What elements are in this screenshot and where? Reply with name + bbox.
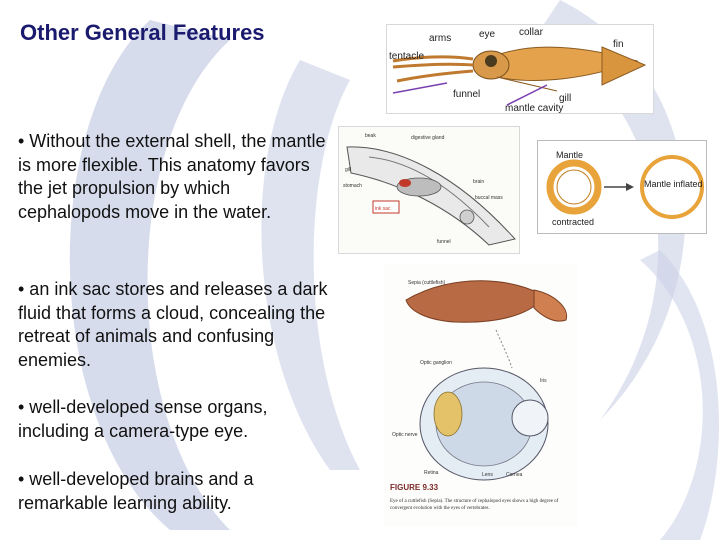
label-eye: eye: [479, 29, 496, 40]
figure-number: FIGURE 9.33: [390, 483, 439, 492]
label-stomach: stomach: [343, 183, 362, 189]
label-funnel: funnel: [453, 89, 480, 100]
label-brain: brain: [473, 179, 484, 185]
slide-title: Other General Features: [20, 20, 265, 45]
label-buccal-mass: buccal mass: [475, 195, 503, 201]
bullet-item: • an ink sac stores and releases a dark …: [18, 279, 328, 370]
label-sepia: Sepia (cuttlefish): [408, 280, 446, 286]
label-lens: Lens: [482, 472, 493, 478]
bullet-item: • well-developed sense organs, including…: [18, 397, 268, 441]
label-gill-inner: gill: [345, 167, 351, 173]
internal-anatomy-diagram: beak digestive gland stomach gill ink sa…: [338, 126, 520, 254]
cuttlefish-eye-figure: Sepia (cuttlefish) Optic ganglion Optic …: [384, 264, 578, 526]
label-mantle: Mantle: [556, 150, 583, 160]
bullet-item: • well-developed brains and a remarkable…: [18, 469, 254, 513]
label-gill: gill: [559, 93, 571, 104]
label-digestive-gland: digestive gland: [411, 135, 445, 141]
label-ink-sac: ink sac: [375, 206, 391, 212]
label-iris: Iris: [540, 378, 547, 384]
bullet-item: • Without the external shell, the mantle…: [18, 131, 326, 222]
figure-caption: Eye of a cuttlefish (Sepia). The structu…: [390, 499, 559, 511]
label-optic-ganglion: Optic ganglion: [420, 360, 452, 366]
label-fin: fin: [613, 39, 624, 50]
label-retina: Retina: [424, 470, 439, 476]
label-beak: beak: [365, 133, 376, 139]
label-mantle-inflated: Mantle inflated: [644, 179, 703, 189]
label-optic-nerve: Optic nerve: [392, 432, 418, 438]
label-collar: collar: [519, 27, 544, 38]
squid-diagram: arms eye collar fin tentacle funnel gill…: [386, 24, 654, 114]
label-contracted: contracted: [552, 217, 594, 227]
mantle-diagram: Mantle contracted Mantle inflated: [537, 140, 707, 234]
label-funnel-inner: funnel: [437, 239, 451, 245]
label-arms: arms: [429, 33, 451, 44]
label-cornea: Cornea: [506, 472, 523, 478]
label-mantle-cavity: mantle cavity: [505, 103, 563, 113]
label-tentacle: tentacle: [389, 51, 424, 62]
